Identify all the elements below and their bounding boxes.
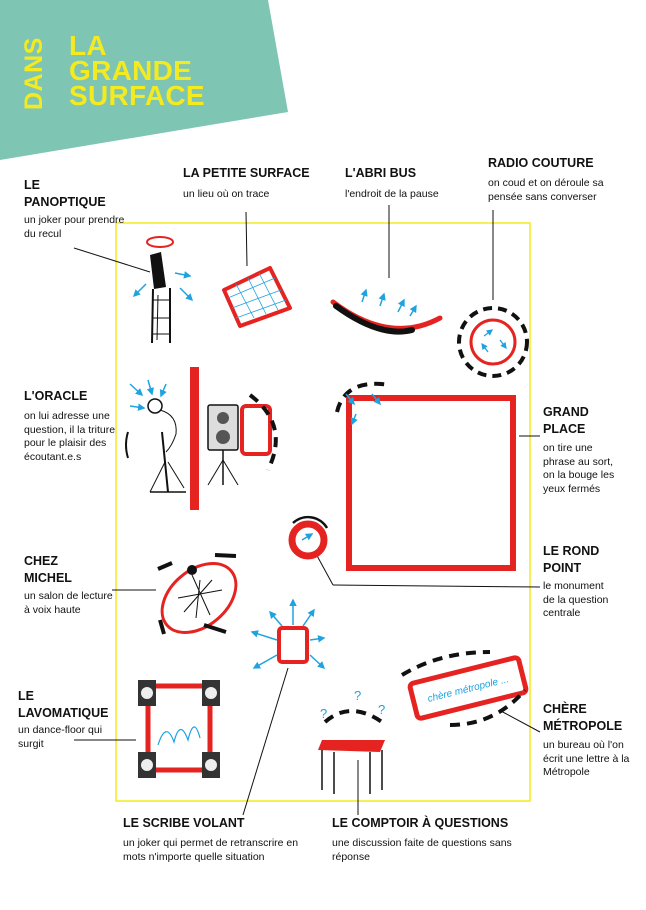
svg-text:?: ? (378, 702, 385, 717)
rond-point-desc: le monument de la question centrale (543, 580, 609, 619)
oracle-illustration (125, 367, 278, 510)
page-title: LA GRANDE SURFACE (69, 30, 205, 111)
title-banner (0, 0, 288, 160)
comptoir-desc: une discussion faite de questions sans r… (332, 837, 512, 863)
svg-text:?: ? (320, 706, 327, 721)
chere-metropole-illustration: chère métropole ... (400, 650, 529, 727)
petite-surface-illustration (222, 266, 292, 328)
scribe-volant-title: LE SCRIBE VOLANT (123, 816, 245, 830)
oracle-desc: on lui adresse une question, il la tritu… (24, 410, 116, 463)
floor-outline (115, 222, 531, 802)
panoptique-title: LE PANOPTIQUE (24, 178, 106, 209)
chere-metropole-desc: un bureau où l'on écrit une lettre à la … (543, 739, 630, 778)
scribe-volant-desc: un joker qui permet de retranscrire en m… (123, 837, 299, 863)
chez-michel-illustration (157, 553, 238, 635)
lavomatique-title: LE LAVOMATIQUE (18, 689, 109, 720)
lavomatique-illustration (138, 680, 220, 778)
chez-michel-desc: un salon de lecture à voix haute (24, 590, 113, 616)
svg-text:?: ? (354, 688, 361, 703)
scribe-volant-illustration (250, 598, 326, 670)
petite-surface-desc: un lieu où on trace (183, 188, 270, 200)
lavomatique-desc: un dance-floor qui surgit (18, 724, 103, 750)
grand-place-illustration (335, 381, 516, 571)
title-line-2: GRANDE (69, 55, 193, 86)
radio-couture-desc: on coud et on déroule sa pensée sans con… (488, 177, 604, 203)
rond-point-illustration (288, 515, 329, 560)
rond-point-title: LE ROND POINT (543, 544, 600, 575)
abri-bus-illustration (330, 288, 443, 335)
radio-couture-illustration (457, 306, 529, 378)
leader-lines (73, 205, 541, 816)
title-line-1: LA (69, 30, 107, 61)
comptoir-illustration: ? ? ? (318, 688, 385, 794)
chez-michel-title: CHEZ MICHEL (24, 554, 72, 585)
oracle-title: L'ORACLE (24, 389, 88, 403)
comptoir-title: LE COMPTOIR À QUESTIONS (332, 816, 509, 830)
panoptique-desc: un joker pour prendre du recul (24, 214, 125, 240)
abri-bus-desc: l'endroit de la pause (345, 188, 439, 200)
title-line-3: SURFACE (69, 80, 205, 111)
petite-surface-title: LA PETITE SURFACE (183, 166, 310, 180)
grand-place-title: GRAND PLACE (543, 405, 589, 436)
chere-metropole-title: CHÈRE MÉTROPOLE (543, 702, 623, 733)
radio-couture-title: RADIO COUTURE (488, 156, 594, 170)
panoptique-illustration (132, 236, 194, 344)
grand-place-desc: on tire une phrase au sort, on la bouge … (543, 442, 615, 495)
abri-bus-title: L'ABRI BUS (345, 166, 417, 180)
